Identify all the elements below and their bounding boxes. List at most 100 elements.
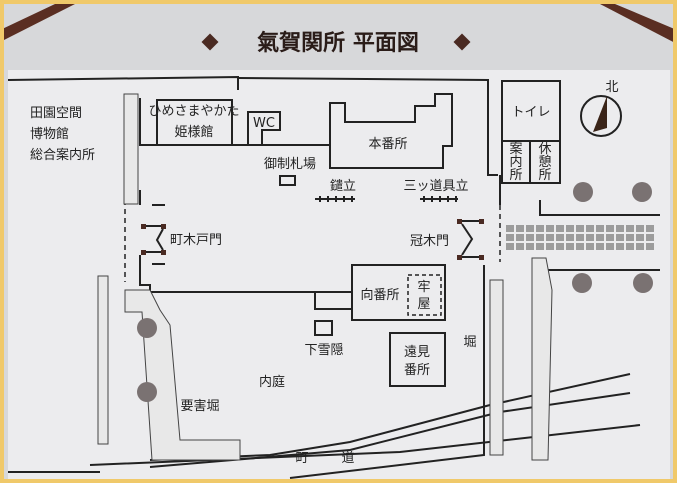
- paving-stone: [636, 234, 644, 241]
- museum-label-line3: 総合案内所: [30, 147, 95, 163]
- paving-stone: [546, 243, 554, 250]
- paving-stone: [586, 225, 594, 232]
- paving-stone: [526, 225, 534, 232]
- corner-stripe-decoration: [600, 4, 673, 42]
- wc-building: [247, 111, 281, 145]
- paving-stone: [596, 243, 604, 250]
- hime-building: [156, 99, 233, 146]
- museum-label-line1: 田園空間: [30, 106, 82, 121]
- paving-stone: [546, 234, 554, 241]
- mukaibansho-label: 向番所: [360, 287, 399, 303]
- paving-stone: [606, 234, 614, 241]
- annaijo-char: 内: [509, 154, 522, 170]
- diamond-icon: [453, 33, 471, 51]
- paving-stone: [646, 234, 654, 241]
- road-label-machi: 町: [295, 451, 308, 466]
- notice-board: [279, 175, 296, 186]
- kyukeijo-building: [529, 140, 561, 184]
- paving-stone: [646, 225, 654, 232]
- paving-stone: [586, 234, 594, 241]
- paving-stone: [646, 243, 654, 250]
- paving-stone: [536, 234, 544, 241]
- paving-stone: [596, 225, 604, 232]
- tool-rack: [420, 196, 458, 202]
- paving-stone: [526, 234, 534, 241]
- roya-building: [407, 274, 442, 316]
- paving-stone: [526, 243, 534, 250]
- paving-stone: [506, 234, 514, 241]
- paving-stone: [516, 225, 524, 232]
- paving-stone: [616, 225, 624, 232]
- map-title: 氣賀関所 平面図: [201, 30, 471, 56]
- paving-stone: [506, 243, 514, 250]
- machikidomon-label: 町木戸門: [170, 233, 222, 248]
- paving-stone: [576, 243, 584, 250]
- paving-stone: [606, 225, 614, 232]
- paving-stone: [636, 225, 644, 232]
- paving-stone: [576, 225, 584, 232]
- tree-icon: [572, 273, 592, 293]
- paving-stone: [626, 234, 634, 241]
- paving-stone: [636, 243, 644, 250]
- mitsudougudate-label: 三ッ道具立: [403, 179, 468, 194]
- paving-stone: [566, 234, 574, 241]
- tomibansho-building: [389, 332, 446, 387]
- stone-wall-right: [489, 257, 553, 461]
- kyukeijo-char: 休: [538, 142, 551, 157]
- paving-stone: [556, 234, 564, 241]
- tomibansho-label-line2: 番所: [404, 363, 430, 378]
- paved-area: [506, 225, 654, 250]
- paving-stone: [586, 243, 594, 250]
- title-text: 氣賀関所 平面図: [257, 30, 419, 56]
- paving-stone: [616, 243, 624, 250]
- tree-icon: [137, 382, 157, 402]
- north-compass-icon: 北: [580, 80, 622, 137]
- paving-stone: [606, 243, 614, 250]
- paving-stone: [576, 234, 584, 241]
- roya-char: 屋: [417, 297, 430, 312]
- paving-stone: [556, 225, 564, 232]
- paving-stone: [516, 234, 524, 241]
- paving-stone: [536, 225, 544, 232]
- spear-rack: [315, 196, 355, 202]
- paving-stone: [546, 225, 554, 232]
- tree-icon: [573, 182, 593, 202]
- kabukimon-label: 冠木門: [410, 234, 449, 249]
- tree-icon: [632, 182, 652, 202]
- kyukeijo-char: 所: [538, 168, 551, 183]
- roya-char: 牢: [417, 280, 430, 295]
- tree-icon: [633, 273, 653, 293]
- yougaibori-label: 要害堀: [180, 398, 219, 414]
- hime-ruby-label: ひめさまやかた: [148, 104, 239, 119]
- kabuki-gate-icon: [457, 219, 484, 260]
- tree-icon: [137, 318, 157, 338]
- toilet-label: トイレ: [511, 105, 550, 120]
- mukaibansho-building: [351, 264, 446, 321]
- hori-label: 堀: [463, 335, 476, 350]
- honbansho-label: 本番所: [368, 137, 407, 152]
- paving-stone: [536, 243, 544, 250]
- north-label: 北: [605, 80, 618, 95]
- honbansho-building: [329, 93, 453, 169]
- paving-stone: [556, 243, 564, 250]
- paving-stone: [566, 243, 574, 250]
- paving-stone: [626, 225, 634, 232]
- hime-label: 姫様館: [174, 125, 213, 140]
- shimosetchin-label: 下雪隠: [304, 343, 343, 358]
- kyukeijo-char: 憩: [538, 154, 551, 170]
- shimosetchin-building: [314, 320, 333, 336]
- machikido-gate-icon: [141, 224, 166, 255]
- paving-stone: [626, 243, 634, 250]
- paving-stone: [506, 225, 514, 232]
- paving-stone: [566, 225, 574, 232]
- goseisatsuba-label: 御制札場: [264, 157, 316, 172]
- diamond-icon: [201, 33, 219, 51]
- paving-stone: [596, 234, 604, 241]
- corner-stripe-decoration: [4, 4, 75, 40]
- wc-label: WC: [253, 116, 275, 131]
- annaijo-char: 所: [509, 168, 522, 183]
- tomibansho-label-line1: 遠見: [404, 345, 430, 360]
- yaridate-label: 鑓立: [330, 179, 356, 194]
- road-label-michi: 道: [341, 451, 354, 466]
- floor-plan-map: 氣賀関所 平面図 ひめさまやかた 姫様館 WC 本番所 御制: [4, 4, 673, 479]
